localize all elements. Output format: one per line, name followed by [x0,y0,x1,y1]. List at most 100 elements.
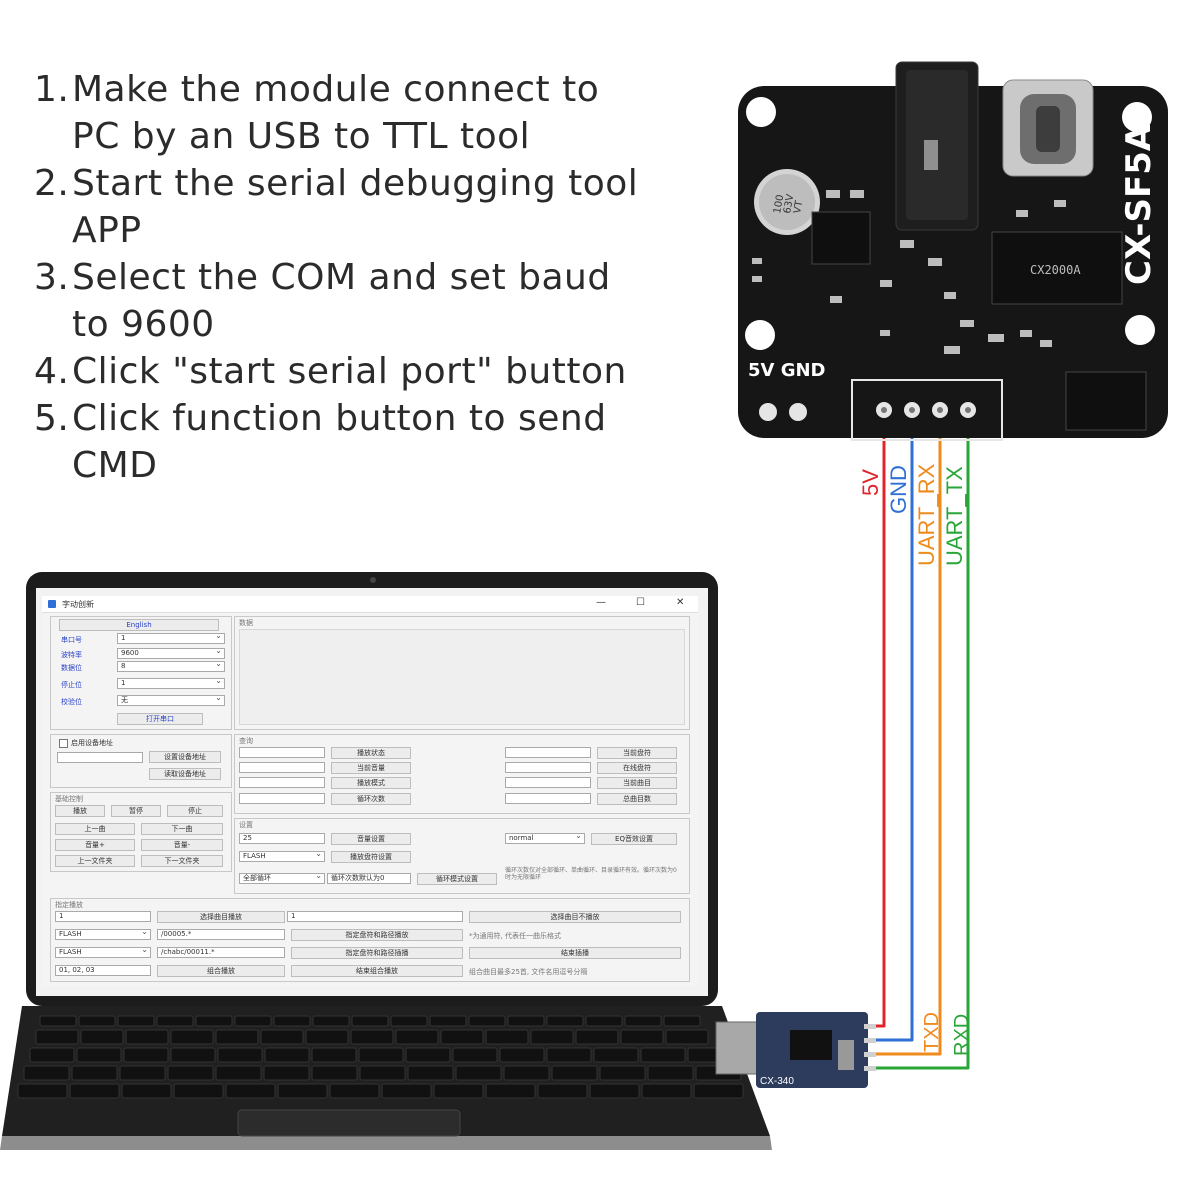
app-titlebar: 字动创新 — ☐ ✕ [42,596,698,613]
next-track-button[interactable]: 下一曲 [141,823,223,835]
step-number: 4. [34,351,70,392]
path2-input[interactable]: /chabc/00011.* [157,947,285,958]
select-track-noplay-button[interactable]: 选择曲目不播放 [469,911,681,923]
disk-set-button[interactable]: 播放盘符设置 [331,851,411,863]
keyboard-key [69,1083,120,1099]
step-number: 1. [34,69,70,110]
eq-select[interactable]: normal [505,833,585,844]
query-total-field [505,793,591,804]
track2-input[interactable]: 1 [287,911,463,922]
step-text: Select the COM and set baud [72,257,611,298]
keyboard-key [29,1047,75,1063]
stop-button[interactable]: 停止 [167,805,223,817]
query-mode-field [239,777,325,788]
keyboard-key [215,1029,259,1045]
keyboard-key [117,1015,155,1027]
close-button[interactable]: ✕ [676,597,685,608]
disk2-select[interactable]: FLASH [55,947,151,958]
keyboard-key [647,1065,694,1081]
disk1-select[interactable]: FLASH [55,929,151,940]
mount-hole-gnd [789,403,807,421]
keyboard-key [585,1015,623,1027]
select-track-play-button[interactable]: 选择曲目播放 [157,911,285,923]
loop-mode-set-button[interactable]: 循环模式设置 [417,873,497,885]
address-input[interactable] [57,752,143,763]
keyboard-key [170,1047,216,1063]
previous-track-button[interactable]: 上一曲 [55,823,135,835]
previous-folder-button[interactable]: 上一文件夹 [55,855,135,867]
volume-up-button[interactable]: 音量+ [55,839,135,851]
loop-note: 循环次数仅对全部循环、单曲循环、目录循环有效。循环次数为0时为无限循环 [505,867,677,881]
total-tracks-button[interactable]: 总曲目数 [597,793,677,805]
step-text: CMD [72,445,158,486]
step-text: Make the module connect to [72,69,600,110]
mount-hole-mid-left [745,320,775,350]
wire-uart-tx [876,410,970,1070]
query-online-field [505,762,591,773]
combo-play-button[interactable]: 组合播放 [157,965,285,977]
volume-input[interactable]: 25 [239,833,325,844]
minimize-button[interactable]: — [596,597,606,608]
basic-control-panel: 基础控制 播放 暂停 停止 上一曲 下一曲 音量+ 音量- 上一文件夹 下一文件… [50,792,232,872]
path-insert-button[interactable]: 指定盘符和路径插播 [291,947,463,959]
loop-count-input[interactable]: 循环次数默认为0 [327,873,411,884]
open-serial-button[interactable]: 打开串口 [117,713,203,725]
keyboard-key [215,1065,262,1081]
end-insert-button[interactable]: 结束插播 [469,947,681,959]
mount-hole-mid-right [1125,315,1155,345]
databits-select[interactable]: 8 [117,661,225,672]
loop-count-button[interactable]: 循环次数 [331,793,411,805]
stopbits-select[interactable]: 1 [117,678,225,689]
main-chip [991,231,1123,305]
enable-address-checkbox[interactable] [59,739,68,748]
wire-label: 5V [858,469,883,496]
volume-down-button[interactable]: 音量- [141,839,223,851]
step-text: Start the serial debugging tool [72,163,639,204]
keyboard-key [217,1047,263,1063]
next-folder-button[interactable]: 下一文件夹 [141,855,223,867]
header-pin-hole [937,407,943,413]
baud-select[interactable]: 9600 [117,648,225,659]
port-select[interactable]: 1 [117,633,225,644]
parity-select[interactable]: 无 [117,695,225,706]
path-play-button[interactable]: 指定盘符和路径播放 [291,929,463,941]
keyboard-key [663,1015,701,1027]
disk-select[interactable]: FLASH [239,851,325,862]
loop-mode-select[interactable]: 全部循环 [239,873,325,884]
current-volume-button[interactable]: 当前音量 [331,762,411,774]
data-textarea[interactable] [239,629,685,725]
capacitor-text: VT [792,199,805,215]
track-input[interactable]: 1 [55,911,151,922]
online-disk-button[interactable]: 在线盘符 [597,762,677,774]
read-address-button[interactable]: 读取设备地址 [149,768,221,780]
play-status-button[interactable]: 播放状态 [331,747,411,759]
keyboard-key [599,1065,646,1081]
end-combo-button[interactable]: 结束组合播放 [291,965,463,977]
adapter-crystal [838,1040,854,1070]
pause-button[interactable]: 暂停 [111,805,161,817]
set-address-button[interactable]: 设置设备地址 [149,751,221,763]
current-disk-button[interactable]: 当前盘符 [597,747,677,759]
maximize-button[interactable]: ☐ [636,597,645,608]
keyboard-key [305,1029,349,1045]
path1-input[interactable]: /00005.* [157,929,285,940]
wire-bundle [876,410,970,1070]
keyboard-key [123,1047,169,1063]
eq-set-button[interactable]: EQ音效设置 [591,833,677,845]
play-button[interactable]: 播放 [55,805,105,817]
keyboard-key [390,1015,428,1027]
chip-marking: CX2000A [1030,263,1081,277]
app-title: 字动创新 [62,600,94,609]
wire-label: UART_RX [914,463,939,566]
english-button[interactable]: English [59,619,219,631]
play-mode-button[interactable]: 播放模式 [331,777,411,789]
keyboard-key [507,1015,545,1027]
power-pin-label: 5V GND [748,360,826,381]
query-loop-field [239,793,325,804]
combo-input[interactable]: 01, 02, 03 [55,965,151,976]
current-track-button[interactable]: 当前曲目 [597,777,677,789]
keyboard-key [665,1029,709,1045]
volume-set-button[interactable]: 音量设置 [331,833,411,845]
